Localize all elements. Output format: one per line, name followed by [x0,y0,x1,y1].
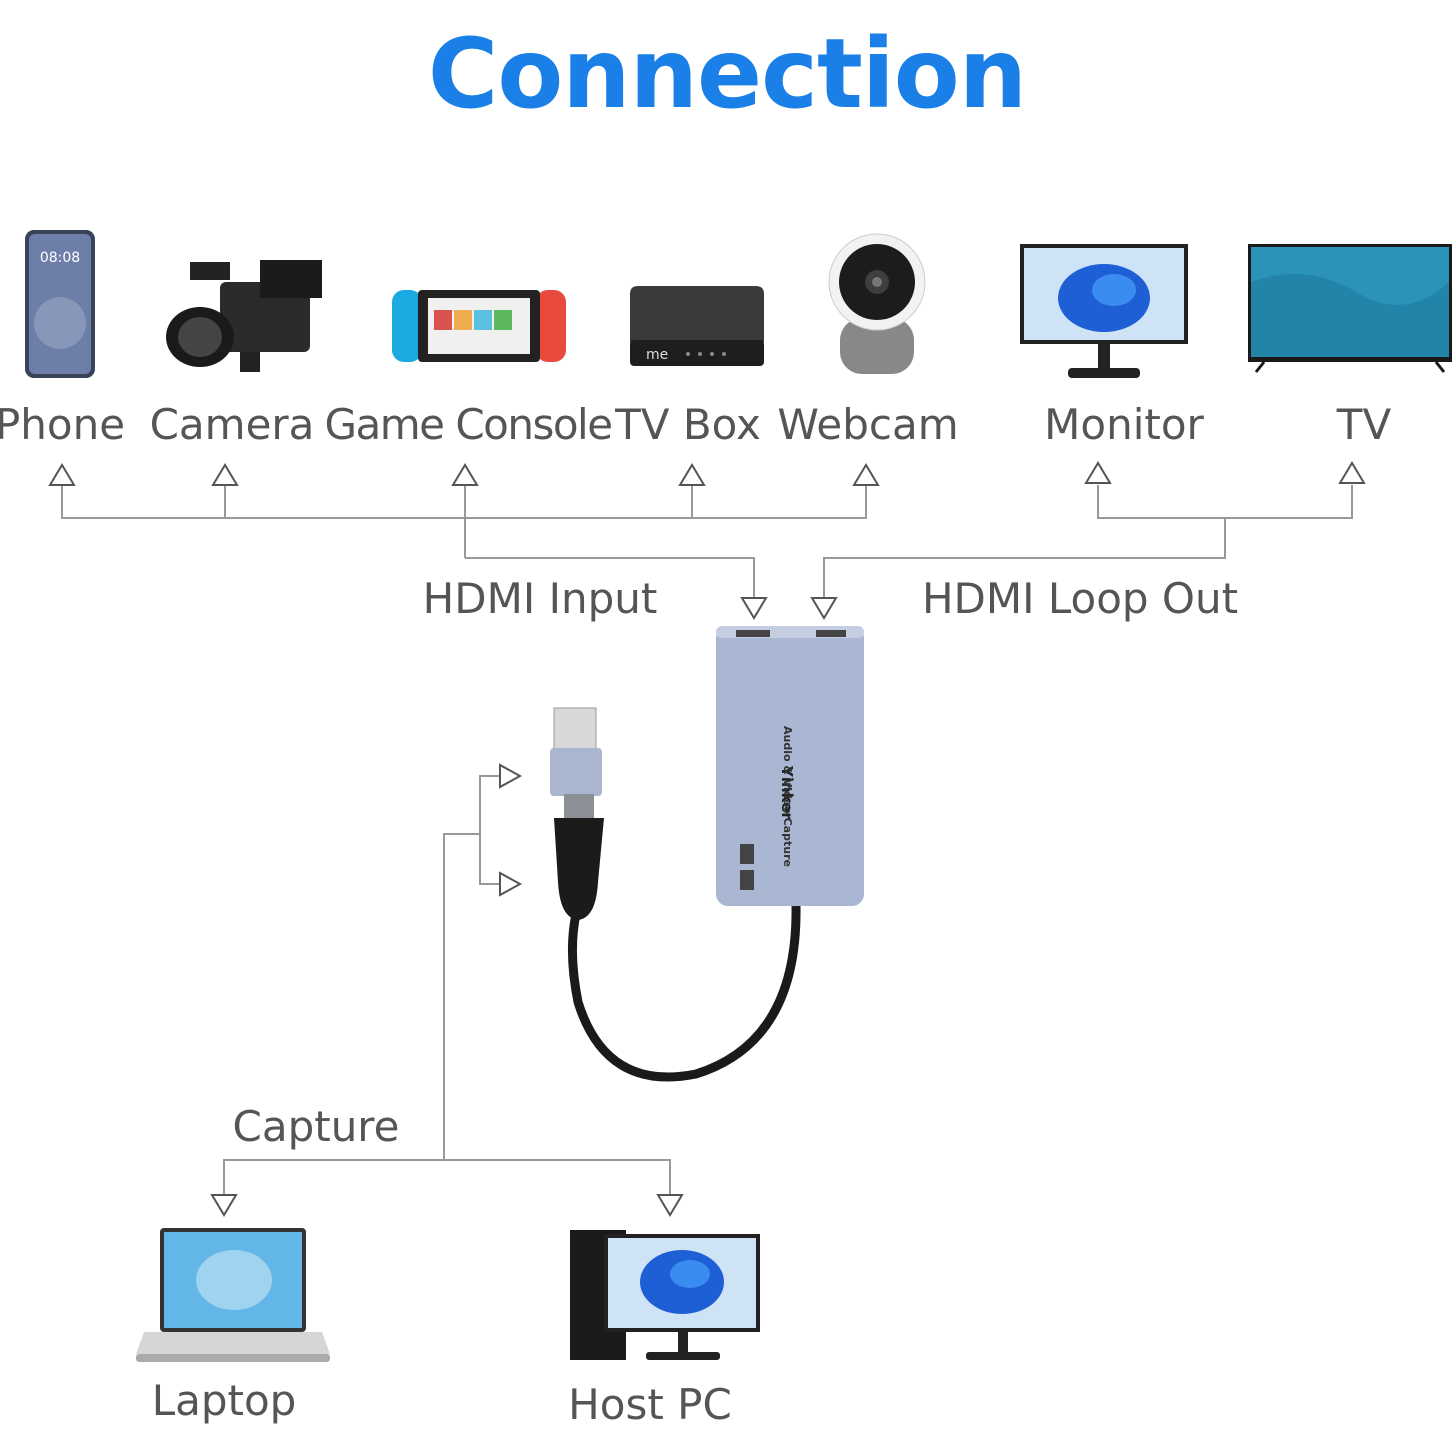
arrow-up-tvbox [678,463,706,486]
arrow-up-tv [1338,461,1366,484]
label-tv: TV [1336,400,1392,449]
arrow-down-laptop [210,1194,238,1217]
capture-card-image [550,626,864,1082]
label-tv-box: TV Box [615,400,761,449]
label-camera: Camera [149,400,315,449]
arrow-up-console [451,463,479,486]
arrow-up-monitor [1084,461,1112,484]
tv-image [1248,244,1452,373]
arrow-down-input [740,597,768,620]
label-capture: Capture [232,1102,400,1151]
game-console-image [392,290,566,362]
svg-text:08:08: 08:08 [40,250,80,266]
camera-image [166,260,322,372]
svg-text:me: me [646,347,668,363]
arrow-up-camera [211,463,239,486]
arrow-up-webcam [852,463,880,486]
arrow-up-phone [48,463,76,486]
tv-box-image: me [630,286,764,366]
arrow-down-loop [810,597,838,620]
label-game-console: Game Console [324,400,613,449]
arrow-right-usbc [499,871,523,897]
arrow-right-usba [499,763,523,789]
label-hdmi-input: HDMI Input [422,574,658,623]
phone-image: 08:08 [25,230,95,378]
webcam-image [828,233,926,374]
monitor-image [1020,244,1188,378]
label-host-pc: Host PC [568,1380,732,1429]
label-monitor: Monitor [1044,400,1204,449]
page-title: Connection [427,18,1027,130]
arrow-down-hostpc [656,1194,684,1217]
laptop-image [136,1228,330,1362]
label-laptop: Laptop [151,1376,297,1425]
label-hdmi-loop-out: HDMI Loop Out [921,574,1239,623]
label-phone: Phone [0,400,126,449]
product-subtitle: Audio & Video Capture [781,726,794,867]
host-pc-image [570,1230,760,1360]
label-webcam: Webcam [777,400,959,449]
